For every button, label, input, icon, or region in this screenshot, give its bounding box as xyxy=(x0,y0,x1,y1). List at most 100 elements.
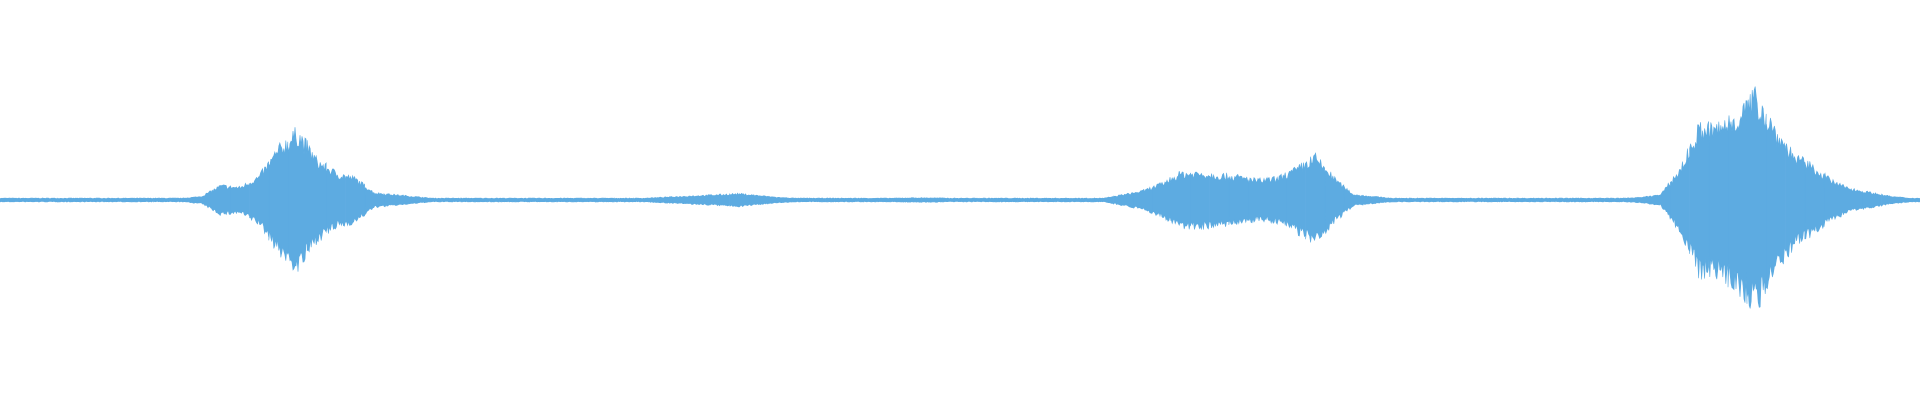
waveform-segment xyxy=(729,192,749,208)
waveform-segment xyxy=(134,197,154,203)
waveform-segment xyxy=(1170,171,1191,230)
waveform-segment xyxy=(537,197,557,203)
waveform-segment xyxy=(1785,143,1805,258)
waveform-segment xyxy=(1094,196,1114,205)
waveform-segment xyxy=(114,197,135,203)
waveform-segment xyxy=(1305,152,1325,243)
waveform-segment xyxy=(1670,148,1690,252)
waveform-segment xyxy=(671,195,692,205)
waveform-segment xyxy=(1247,176,1268,224)
waveform-segment xyxy=(998,197,1018,203)
waveform-segment xyxy=(748,194,769,206)
waveform-segment xyxy=(1324,169,1345,235)
waveform-segment xyxy=(498,197,519,203)
waveform-segment xyxy=(306,140,327,253)
waveform-segment xyxy=(1190,171,1210,230)
waveform-segment xyxy=(1478,197,1498,203)
waveform-segment xyxy=(959,197,980,203)
waveform-segment xyxy=(1036,197,1057,203)
waveform-segment xyxy=(825,197,845,203)
waveform-segment xyxy=(806,197,826,203)
waveform-segment xyxy=(882,197,903,203)
waveform-segment xyxy=(1382,197,1402,203)
waveform-segment xyxy=(1286,162,1306,238)
waveform-segment xyxy=(1862,190,1882,211)
waveform-segment xyxy=(1766,117,1786,290)
waveform-segment xyxy=(1055,197,1076,203)
waveform-segment xyxy=(1132,186,1153,214)
waveform-segment xyxy=(1842,184,1863,216)
waveform-segment xyxy=(1689,121,1709,280)
waveform-segment xyxy=(940,197,961,203)
waveform-segment xyxy=(690,194,711,206)
waveform-segment xyxy=(1439,197,1460,203)
waveform-segment xyxy=(268,140,289,261)
waveform-segment xyxy=(230,182,250,217)
waveform-segment xyxy=(1074,197,1095,203)
waveform-segment xyxy=(1516,197,1537,203)
waveform-segment xyxy=(287,127,308,272)
waveform-segment xyxy=(614,197,634,203)
waveform-segment xyxy=(191,190,212,210)
waveform-segments xyxy=(0,86,1920,309)
waveform-segment xyxy=(1497,197,1517,203)
waveform-segment xyxy=(1113,192,1133,209)
waveform-segment xyxy=(1535,197,1556,203)
waveform-segment xyxy=(518,197,538,203)
waveform-segment xyxy=(1343,185,1364,214)
waveform-segment xyxy=(1574,197,1594,203)
waveform-segment xyxy=(460,197,481,203)
waveform-segment xyxy=(1420,197,1441,203)
waveform-segment xyxy=(326,168,346,234)
waveform-segment xyxy=(594,197,615,203)
waveform-segment xyxy=(978,197,999,203)
waveform-segment xyxy=(95,197,116,203)
waveform-segment xyxy=(402,194,423,205)
waveform-segment xyxy=(18,197,39,203)
waveform-segment xyxy=(786,197,807,203)
waveform-segment xyxy=(1708,120,1729,284)
waveform-segment xyxy=(844,197,865,203)
waveform-segment xyxy=(210,184,231,217)
waveform-segment xyxy=(1554,197,1575,203)
waveform-segment xyxy=(1612,197,1633,203)
waveform-segment xyxy=(575,197,596,203)
waveform-segment xyxy=(1266,172,1287,226)
waveform-segment xyxy=(345,174,365,227)
waveform-segment xyxy=(479,197,500,203)
waveform-segment xyxy=(556,197,577,203)
waveform-segment xyxy=(38,197,58,203)
waveform-segment xyxy=(0,197,20,203)
waveform-segment xyxy=(383,192,404,208)
waveform-segment xyxy=(652,196,673,204)
waveform-segment xyxy=(921,197,941,203)
waveform-segment xyxy=(633,197,653,203)
waveform-segment xyxy=(1900,196,1920,204)
waveform-segment xyxy=(57,197,77,203)
waveform-segment xyxy=(1401,197,1421,203)
waveform-segment xyxy=(1631,195,1652,205)
waveform-segment xyxy=(1727,100,1748,304)
waveform-segment xyxy=(1593,197,1613,203)
waveform-segment xyxy=(441,197,461,203)
waveform-segment xyxy=(249,161,269,237)
waveform-segment xyxy=(902,197,922,203)
waveform-segment xyxy=(1823,172,1844,227)
waveform-segment xyxy=(767,195,788,205)
waveform-segment xyxy=(710,193,730,207)
waveform-segment xyxy=(1017,197,1037,203)
waveform-segment xyxy=(1650,182,1671,220)
waveform-segment xyxy=(153,197,173,203)
waveform-segment xyxy=(172,196,193,204)
waveform-segment xyxy=(1746,86,1767,309)
waveform-segment xyxy=(1209,172,1229,229)
waveform-segment xyxy=(863,197,884,203)
waveform-segment xyxy=(1881,193,1901,207)
waveform-segment xyxy=(1458,197,1479,203)
waveform-segment xyxy=(422,196,442,204)
waveform-segment xyxy=(1228,173,1249,226)
waveform-segment xyxy=(76,197,97,203)
waveform-segment xyxy=(364,187,385,216)
waveform-segment xyxy=(1151,177,1172,222)
